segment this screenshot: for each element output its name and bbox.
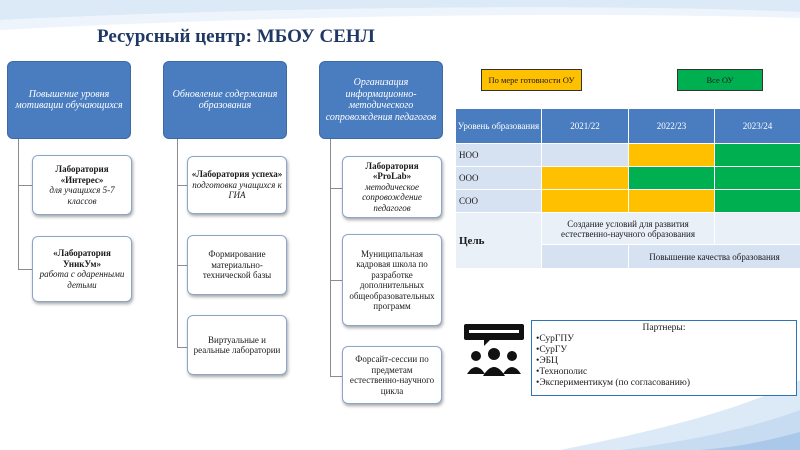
table-row: НОО <box>455 143 800 167</box>
status-cell <box>714 143 800 167</box>
card-subtitle: работа с одаренными детьми <box>39 269 125 290</box>
table-row-goal: Повышение качества образования <box>456 244 800 269</box>
partner-item: •ЭБЦ <box>536 356 558 366</box>
status-cell <box>714 189 800 213</box>
card-title: «Лаборатория УникУм» <box>53 248 111 269</box>
connector-line <box>177 139 178 348</box>
card-text: Формирование материально-технической баз… <box>202 249 272 281</box>
connector-line <box>330 188 342 189</box>
goal-empty-cell <box>541 244 629 269</box>
column-header-methodical-support: Организация информационно-методического … <box>319 61 443 139</box>
schedule-table: Уровень образования 2021/22 2022/23 2023… <box>455 108 800 269</box>
table-row: ООО <box>455 166 800 190</box>
card-subtitle: подготовка учащихся к ГИА <box>192 179 282 201</box>
card-virtual-labs: Виртуальные и реальные лаборатории <box>187 315 287 375</box>
card-text: Муниципальная кадровая школа по разработ… <box>349 248 435 312</box>
card-title: «Лаборатория успеха» <box>191 169 283 180</box>
card-material-base: Формирование материально-технической баз… <box>187 235 287 295</box>
goal-1: Создание условий для развития естественн… <box>541 212 715 245</box>
connector-line <box>177 185 187 186</box>
card-title: Лаборатория «ProLab» <box>365 160 419 182</box>
table-row-goal: Цель Создание условий для развития естес… <box>455 212 800 269</box>
connector-line <box>177 265 187 266</box>
card-foresight-sessions: Форсайт-сессии по предметам естественно-… <box>342 346 442 404</box>
card-personnel-school: Муниципальная кадровая школа по разработ… <box>342 234 442 326</box>
partner-item: •Экспериментикум (по согласованию) <box>536 378 691 388</box>
partner-item: •СурГУ <box>536 345 568 355</box>
column-header-content-update: Обновление содержания образования <box>163 61 287 139</box>
status-cell <box>541 166 629 190</box>
partners-box: Партнеры: •СурГПУ •СурГУ •ЭБЦ •Технополи… <box>531 320 797 396</box>
connector-line <box>330 376 342 377</box>
table-header-row: Уровень образования 2021/22 2022/23 2023… <box>455 108 800 144</box>
connector-line <box>330 280 342 281</box>
card-subtitle: для учащихся 5-7 классов <box>49 185 115 206</box>
status-cell <box>541 189 629 213</box>
legend-yellow: По мере готовности ОУ <box>481 69 582 91</box>
goal-empty-cell <box>714 212 800 245</box>
status-cell <box>714 166 800 190</box>
card-lab-success: «Лаборатория успеха» подготовка учащихся… <box>187 156 287 214</box>
card-text: Виртуальные и реальные лаборатории <box>193 334 281 356</box>
header-year: 2023/24 <box>714 108 800 144</box>
column-header-motivation: Повышение уровня мотивации обучающихся <box>7 61 131 139</box>
header-year: 2021/22 <box>541 108 629 144</box>
status-cell <box>628 189 715 213</box>
card-title: Лаборатория «Интерес» <box>55 164 109 185</box>
goal-label: Цель <box>455 212 542 269</box>
connector-line <box>18 139 19 270</box>
card-text: Форсайт-сессии по предметам естественно-… <box>349 354 435 396</box>
header-year: 2022/23 <box>628 108 715 144</box>
header-level: Уровень образования <box>455 108 542 144</box>
status-cell <box>628 166 715 190</box>
card-prolab: Лаборатория «ProLab» методическое сопров… <box>342 156 442 218</box>
legend-green: Все ОУ <box>677 69 763 91</box>
partner-item: •Технополис <box>536 367 588 377</box>
card-lab-unikum: «Лаборатория УникУм» работа с одаренными… <box>32 236 132 302</box>
status-cell <box>541 143 629 167</box>
goal-2: Повышение качества образования <box>628 244 800 269</box>
row-label: ООО <box>455 166 542 190</box>
row-label: НОО <box>455 143 542 167</box>
table-row: СОО <box>455 189 800 213</box>
partner-item: •СурГПУ <box>536 334 575 344</box>
card-subtitle: методическое сопровождение педагогов <box>362 181 422 213</box>
connector-line <box>330 139 331 377</box>
status-cell <box>628 143 715 167</box>
connector-line <box>18 269 32 270</box>
row-label: СОО <box>455 189 542 213</box>
card-lab-interest: Лаборатория «Интерес» для учащихся 5-7 к… <box>32 155 132 215</box>
connector-line <box>18 185 32 186</box>
partners-heading: Партнеры: <box>642 323 686 333</box>
connector-line <box>177 347 187 348</box>
page-title: Ресурсный центр: МБОУ СЕНЛ <box>97 26 375 47</box>
people-discussion-icon <box>464 324 524 376</box>
